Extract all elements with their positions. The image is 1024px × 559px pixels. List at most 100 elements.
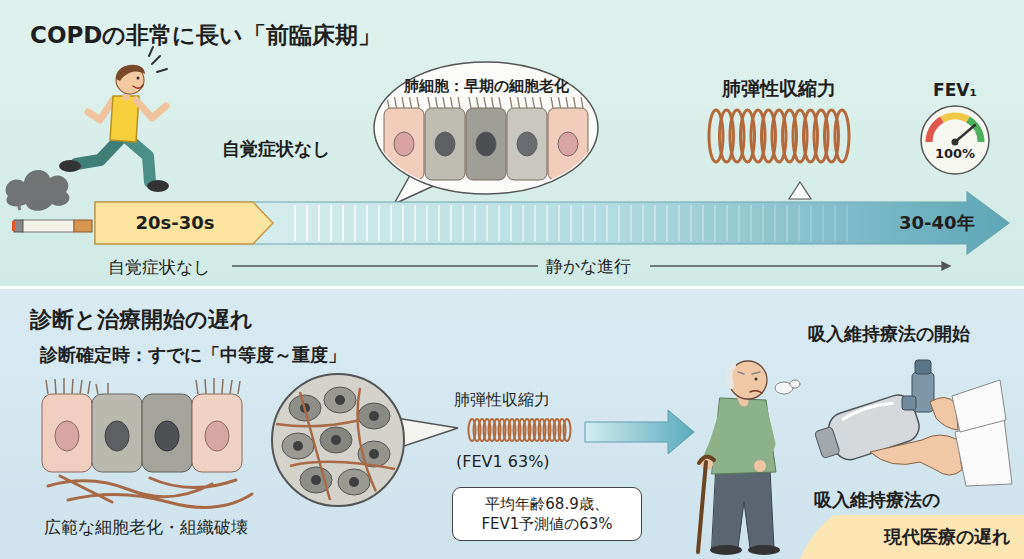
- progress-stripe: [330, 205, 332, 241]
- runner-figure: [116, 65, 145, 81]
- progress-stripe: [414, 205, 416, 241]
- cigarette: [74, 220, 92, 232]
- elderly-patient: [729, 361, 767, 399]
- progress-stripe: [486, 205, 488, 241]
- runner-figure: [136, 100, 166, 118]
- damaged-cell-row: [192, 394, 242, 472]
- damaged-cell-row: [42, 394, 92, 472]
- progress-stripe: [618, 205, 620, 241]
- elderly-patient: [698, 361, 800, 555]
- elderly-patient: [754, 460, 766, 472]
- progress-stripe: [378, 205, 380, 241]
- cigarette-smoke: [19, 201, 30, 210]
- cell-nucleus: [558, 132, 578, 156]
- progress-stripe: [702, 205, 704, 241]
- progress-stripe: [798, 205, 800, 241]
- elderly-patient: [698, 462, 706, 552]
- damaged-cells: [335, 395, 345, 405]
- node-heading: 30-40年: [899, 211, 975, 235]
- cell-nucleus: [476, 132, 496, 156]
- cilium: [581, 97, 583, 108]
- progress-stripe: [774, 205, 776, 241]
- cilium: [525, 97, 527, 108]
- node-heading: 20s-30s: [95, 202, 255, 244]
- node-heading: 診断と治療開始の遅れ: [30, 305, 253, 335]
- elderly-patient: [762, 410, 770, 462]
- gauge-yellow: [942, 116, 968, 119]
- progress-stripe: [678, 205, 680, 241]
- progress-stripe: [342, 205, 344, 241]
- cigarette: [22, 220, 74, 232]
- cell-nucleus: [394, 132, 414, 156]
- progress-stripe: [750, 205, 752, 241]
- text-label: 吸入維持療法の開始: [808, 322, 970, 346]
- runner-figure: [149, 47, 167, 72]
- damaged-cell-row: [46, 378, 240, 394]
- damaged-cells: [293, 441, 303, 451]
- progress-stripe: [630, 205, 632, 241]
- cilium: [566, 97, 568, 108]
- elderly-patient: [699, 457, 714, 463]
- cilium: [499, 97, 501, 108]
- age-chevron: 20s-30s: [95, 202, 273, 244]
- damaged-cell-row: [155, 421, 179, 451]
- cilium: [492, 97, 494, 108]
- progress-line: [942, 262, 950, 270]
- timeline-arrow: 30-40年 20s-30s: [95, 192, 1010, 254]
- weak-spring: [564, 419, 571, 441]
- cilium: [551, 97, 553, 108]
- progress-stripe: [426, 205, 428, 241]
- cilium: [395, 97, 397, 108]
- progress-stripe: [654, 205, 656, 241]
- inhaler-device: [915, 360, 931, 374]
- cilium: [559, 97, 561, 108]
- cigarette: [14, 220, 23, 232]
- damaged-cell-row: [92, 394, 142, 472]
- runner-figure: [88, 100, 113, 120]
- conclusion-band: 現代医療の遅れ: [800, 515, 1024, 559]
- cigarette-smoke: [6, 170, 70, 211]
- lung-cell: [425, 108, 465, 180]
- node-heading: FEV₁: [912, 80, 998, 100]
- lung-cell: [507, 108, 547, 180]
- cilium: [510, 97, 512, 108]
- inhaler-device: [841, 400, 893, 420]
- damaged-cells: [282, 433, 314, 459]
- cigarette: [12, 220, 92, 232]
- progress-stripe: [558, 205, 560, 241]
- node-heading: 現代医療の遅れ: [884, 515, 1010, 559]
- gauge-hub: [952, 139, 959, 146]
- elderly-patient: [708, 408, 726, 460]
- damaged-cell-row: [48, 476, 252, 507]
- runner-figure: [76, 138, 121, 164]
- cigarette: [12, 221, 15, 231]
- band-body: [800, 515, 1024, 559]
- cigarette-smoke: [6, 170, 70, 211]
- progress-stripe: [450, 205, 452, 241]
- weak-spring: [469, 419, 571, 441]
- damaged-cells: [324, 387, 356, 413]
- progress-stripe: [498, 205, 500, 241]
- doctor-hands: [870, 380, 1012, 486]
- node-heading: 肺細胞：早期の細胞老化: [378, 77, 594, 96]
- progress-stripe: [582, 205, 584, 241]
- cilium: [451, 97, 453, 108]
- progress-stripe: [294, 205, 296, 241]
- elderly-patient: [748, 545, 780, 555]
- flow-arrow: [585, 410, 694, 454]
- lung-cell: [466, 108, 506, 180]
- damaged-cell-row: [105, 421, 129, 451]
- cilium: [477, 97, 479, 108]
- damaged-cells: [311, 475, 321, 485]
- text-label: 肺弾性収縮力: [454, 390, 550, 411]
- progress-stripe: [690, 205, 692, 241]
- gauge-red: [929, 120, 942, 143]
- fev1-gauge: FEV₁100%: [912, 80, 998, 176]
- runner-figure: [133, 85, 143, 88]
- damaged-cell-row: [142, 394, 192, 472]
- progress-stripe: [570, 205, 572, 241]
- doctor-hands: [952, 380, 1006, 432]
- progress-stripe: [522, 205, 524, 241]
- cilium: [469, 97, 471, 108]
